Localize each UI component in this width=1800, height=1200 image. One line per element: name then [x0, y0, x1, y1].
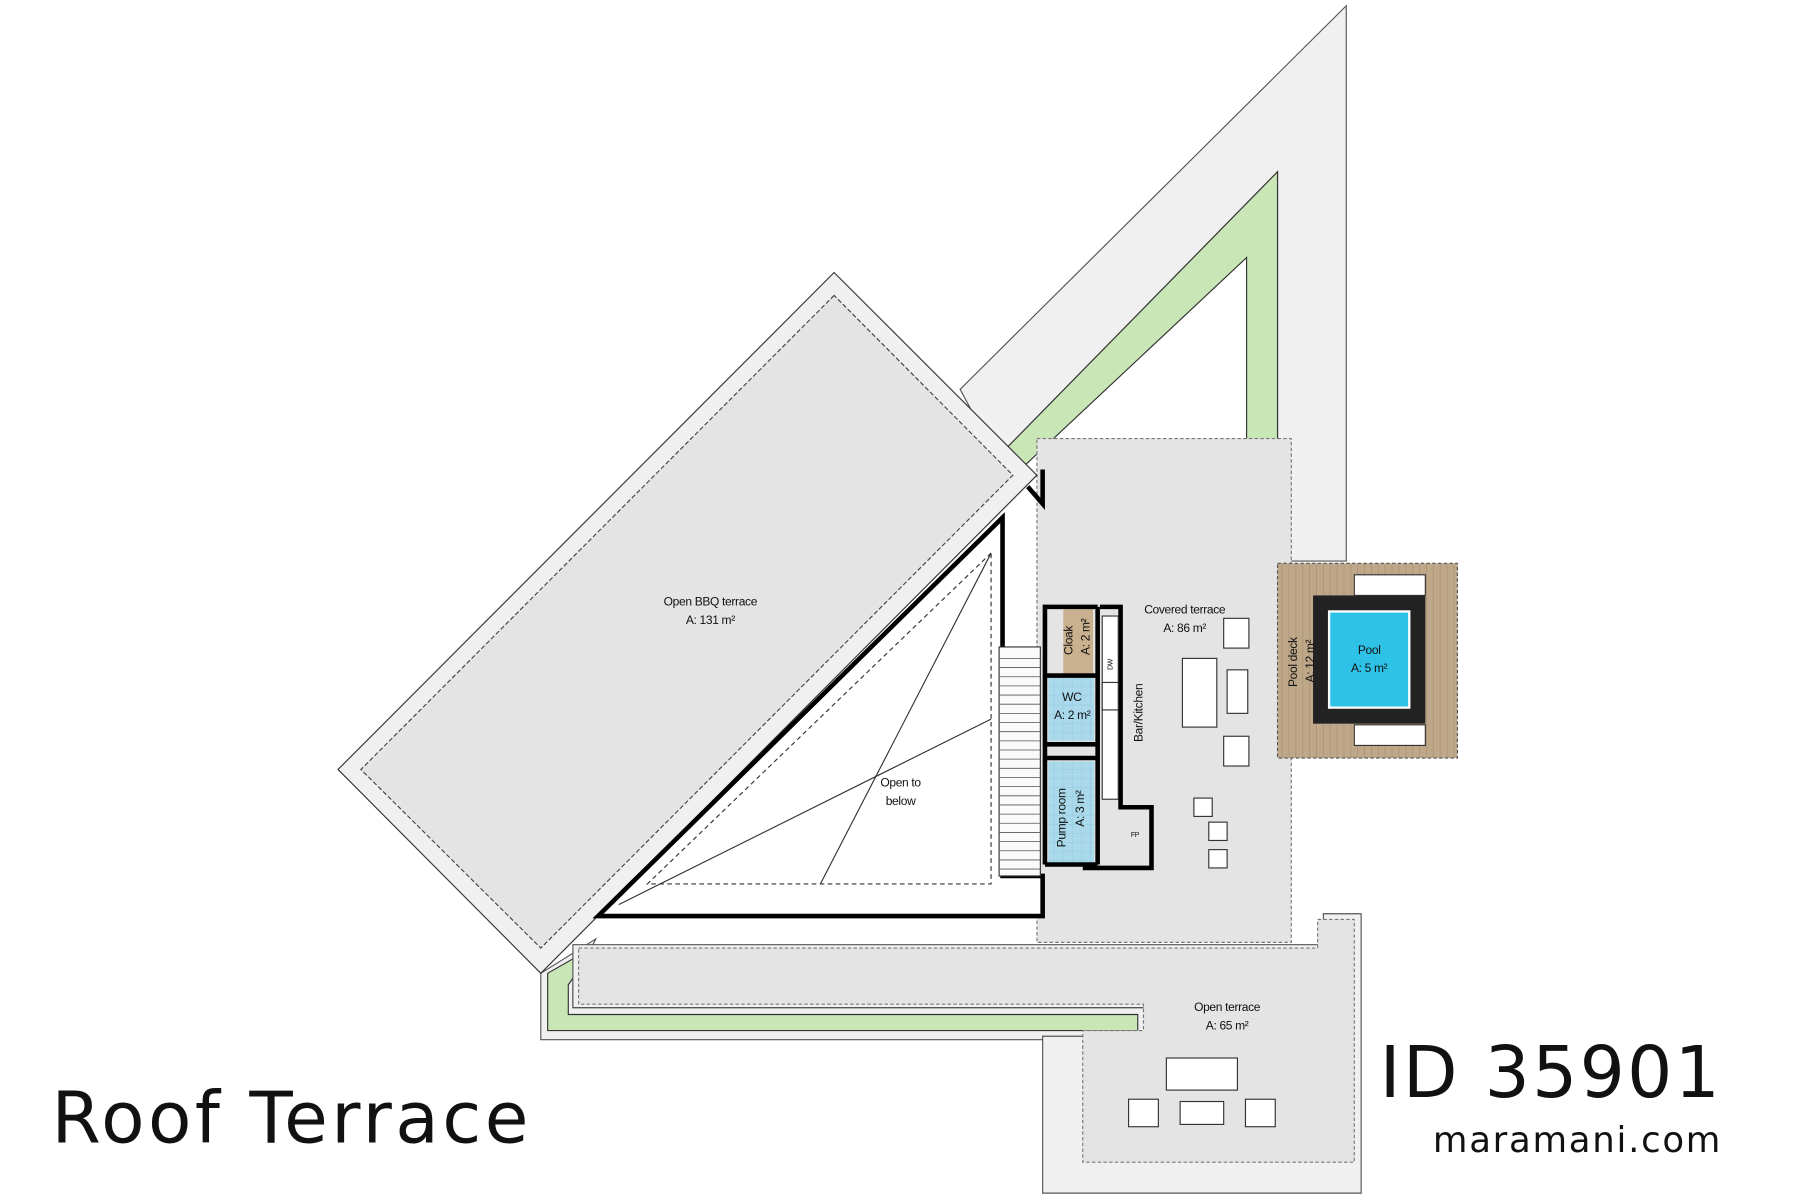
pooldeck-area: A: 12 m²	[1303, 639, 1317, 682]
pool-label: Pool	[1358, 643, 1381, 657]
wc-room	[1048, 677, 1095, 741]
plan-id: ID 35901	[1380, 1031, 1722, 1114]
wc-label: WC	[1062, 690, 1082, 704]
covered-area: A: 86 m²	[1163, 621, 1206, 635]
fridge-label: FP	[1131, 832, 1140, 839]
covered-label: Covered terrace	[1144, 603, 1226, 617]
bbq-label: Open BBQ terrace	[664, 595, 758, 609]
website: maramani.com	[1433, 1120, 1722, 1161]
cloak-area: A: 2 m²	[1079, 618, 1093, 655]
open-below-label: Open to	[880, 776, 921, 790]
open-below-label-2: below	[886, 794, 916, 808]
bbq-terrace-floor	[360, 294, 1014, 949]
pool-area: A: 5 m²	[1351, 661, 1388, 675]
pool-water	[1327, 610, 1411, 709]
pooldeck-label: Pool deck	[1286, 636, 1300, 687]
void-line	[618, 718, 992, 906]
bbq-area: A: 131 m²	[686, 613, 735, 627]
furniture	[1101, 615, 1276, 1128]
dishwasher-label: DW	[1108, 658, 1115, 670]
cloak-label: Cloak	[1061, 625, 1075, 655]
pump-label: Pump room	[1055, 788, 1069, 847]
sun-lounger	[1353, 724, 1426, 746]
sun-lounger	[1353, 574, 1426, 596]
void-line	[819, 552, 992, 885]
open-terrace-inner	[578, 918, 1355, 1163]
open-terrace-label: Open terrace	[1194, 1000, 1261, 1014]
staircase	[998, 646, 1041, 877]
pump-room	[1048, 761, 1095, 865]
cloak-room	[1063, 609, 1094, 674]
bar-label: Bar/Kitchen	[1131, 684, 1145, 742]
walls	[1026, 469, 1154, 871]
wc-area: A: 2 m²	[1054, 708, 1091, 722]
void-dash	[645, 551, 992, 885]
open-terrace-area: A: 65 m²	[1206, 1018, 1249, 1032]
drawing-title: Roof Terrace	[52, 1077, 532, 1160]
pump-area: A: 3 m²	[1073, 790, 1087, 827]
